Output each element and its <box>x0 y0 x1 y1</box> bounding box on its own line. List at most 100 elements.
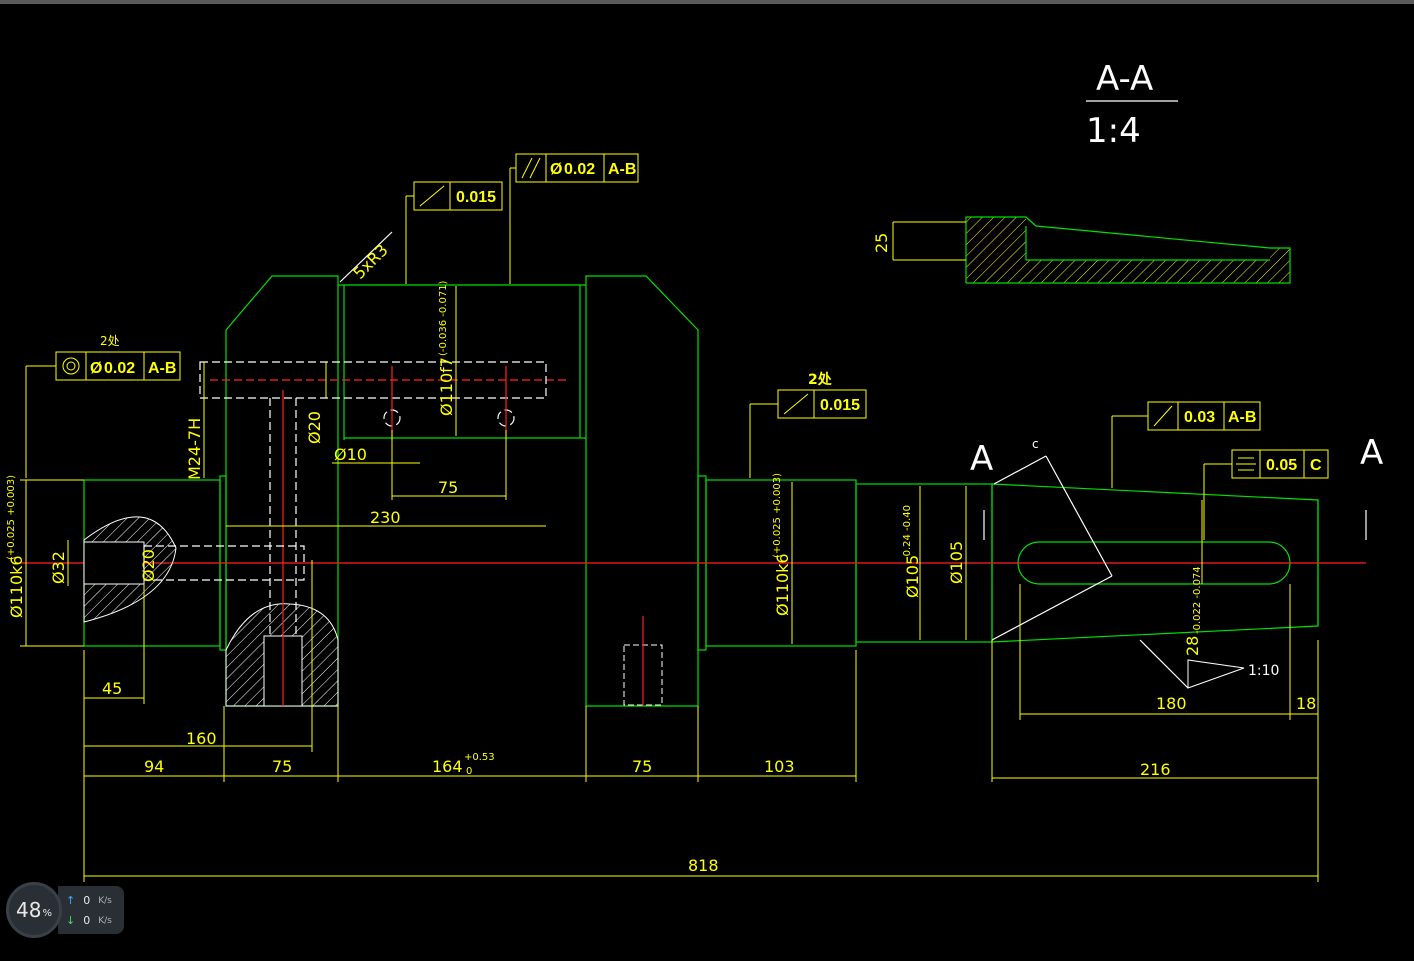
shaft-outline <box>20 275 1366 707</box>
fcf-runout-right-value: 0.015 <box>820 397 860 414</box>
fcf-total-runout: 0.03 A-B <box>1111 401 1261 488</box>
section-mark-c: c <box>1032 437 1039 451</box>
fcf-concentric-note: 2处 <box>100 334 120 348</box>
usage-percent-gauge[interactable]: 48% <box>6 882 62 938</box>
fcf-symmetry-value: 0.05 <box>1266 457 1297 474</box>
dim-phi110f7: Ø110f7 <box>437 357 456 416</box>
window-top-border <box>0 0 1414 4</box>
c-leader-2 <box>1045 455 1113 577</box>
dim-75a: 75 <box>272 757 292 776</box>
section-view-title: A-A 1:4 <box>1086 59 1178 151</box>
fcf-parallel-diameter: Ø <box>550 161 562 178</box>
dim-164: 164 <box>432 757 463 776</box>
section-hatch-bottom <box>1026 248 1290 283</box>
fcf-total-runout-value: 0.03 <box>1184 409 1215 426</box>
fillet-callout: 5xR3 <box>349 240 391 282</box>
section-title: A-A <box>1096 59 1153 99</box>
section-mark-right: A <box>1360 433 1383 473</box>
fcf-concentric-value: 0.02 <box>104 360 135 377</box>
parallel-icon-b <box>529 157 541 179</box>
dim-94: 94 <box>144 757 164 776</box>
taper-leader <box>1139 639 1189 689</box>
fcf-runout-right: 2处 0.015 <box>749 371 867 478</box>
dim-phi20-horizontal: Ø20 <box>139 549 158 582</box>
fcf-runout-right-note: 2处 <box>808 371 833 388</box>
dim-75c: 75 <box>438 478 458 497</box>
concentricity-icon-outer <box>62 357 80 375</box>
left-end-details <box>83 361 663 707</box>
left-crank-web <box>225 275 339 707</box>
c-leader-3 <box>991 575 1113 641</box>
fillet-leader <box>339 231 393 283</box>
dimension-lines <box>20 231 1367 882</box>
dim-phi32: Ø32 <box>49 551 68 584</box>
dim-phi20-vertical: Ø20 <box>305 411 324 444</box>
right-crank-web <box>585 275 699 707</box>
section-hatch-left <box>966 217 1026 283</box>
dim-phi105: Ø105 <box>947 541 966 584</box>
upload-value: 0 <box>83 894 91 907</box>
dimension-text: 818 94 75 164 +0.53 0 75 103 216 180 18 … <box>6 240 1316 875</box>
dim-230: 230 <box>370 508 401 527</box>
fcf-parallel-datum: A-B <box>608 161 636 178</box>
thread-callout: M24-7H <box>185 418 204 480</box>
dim-phi110f7-tol: (-0.036 -0.071) <box>438 280 449 356</box>
section-scale: 1:4 <box>1086 111 1141 151</box>
fcf-concentric-datum: A-B <box>148 360 176 377</box>
dim-103: 103 <box>764 757 795 776</box>
dim-phi110k6-left: Ø110k6 <box>7 555 26 618</box>
left-hidden-bore <box>143 545 305 581</box>
runout-arrow-icon <box>419 185 445 207</box>
dim-phi105-tol-dev: -0.24 -0.40 <box>902 505 913 560</box>
dim-160: 160 <box>186 729 217 748</box>
concentricity-icon-inner <box>66 361 76 371</box>
dim-216: 216 <box>1140 760 1171 779</box>
taper-symbol <box>1187 659 1245 689</box>
download-unit: K/s <box>98 915 112 926</box>
dim-75b: 75 <box>632 757 652 776</box>
fcf-parallel-value: 0.02 <box>564 161 595 178</box>
dim-phi110k6-right-tol: (+0.025 +0.003) <box>772 473 783 558</box>
fcf-symmetry-datum: C <box>1310 457 1322 474</box>
runout-arrow-icon <box>783 393 809 415</box>
download-arrow-icon: ↓ <box>66 914 76 927</box>
section-markers: A A c <box>970 433 1383 479</box>
fcf-runout-top-value: 0.015 <box>456 189 496 206</box>
fcf-runout-top: 0.015 <box>405 181 503 284</box>
dim-phi110k6-left-tol: (+0.025 +0.003) <box>6 475 17 560</box>
fcf-symmetry: 0.05 C <box>1203 449 1329 540</box>
dim-phi105-tol: Ø105 <box>903 555 922 598</box>
download-row: ↓ 0 K/s <box>66 914 112 927</box>
dim-45: 45 <box>102 679 122 698</box>
upload-arrow-icon: ↑ <box>66 894 76 907</box>
usage-percent-unit: % <box>42 907 52 919</box>
dim-818: 818 <box>688 856 719 875</box>
dim-164-upper: +0.53 <box>464 752 495 763</box>
taper-ratio: 1:10 <box>1248 663 1279 679</box>
dim-28-tol: -0.022 -0.074 <box>1192 566 1203 634</box>
total-runout-icon <box>1153 405 1173 427</box>
upload-row: ↑ 0 K/s <box>66 894 112 907</box>
left-center-hole <box>83 541 145 585</box>
usage-percent-value: 48 <box>16 898 42 922</box>
section-outline <box>965 216 1291 284</box>
fcf-total-runout-datum: A-B <box>1228 409 1256 426</box>
fcf-concentric-diameter: Ø <box>90 360 102 377</box>
dim-28: 28 <box>1183 636 1202 656</box>
dim-180: 180 <box>1156 694 1187 713</box>
fcf-parallel: Ø 0.02 A-B <box>509 153 639 284</box>
dim-phi10: Ø10 <box>334 445 367 464</box>
dim-25: 25 <box>872 233 891 253</box>
dim-phi110k6-right: Ø110k6 <box>773 553 792 616</box>
parallel-icon-a <box>521 157 533 179</box>
c-leader-1 <box>993 455 1047 485</box>
dim-164-lower: 0 <box>466 766 472 777</box>
upload-unit: K/s <box>98 895 112 906</box>
section-mark-left: A <box>970 439 993 479</box>
dim-18: 18 <box>1296 694 1316 713</box>
crankpin-oil-hole <box>199 361 547 399</box>
download-value: 0 <box>83 914 91 927</box>
fcf-concentric: 2处 Ø 0.02 A-B <box>25 334 181 478</box>
